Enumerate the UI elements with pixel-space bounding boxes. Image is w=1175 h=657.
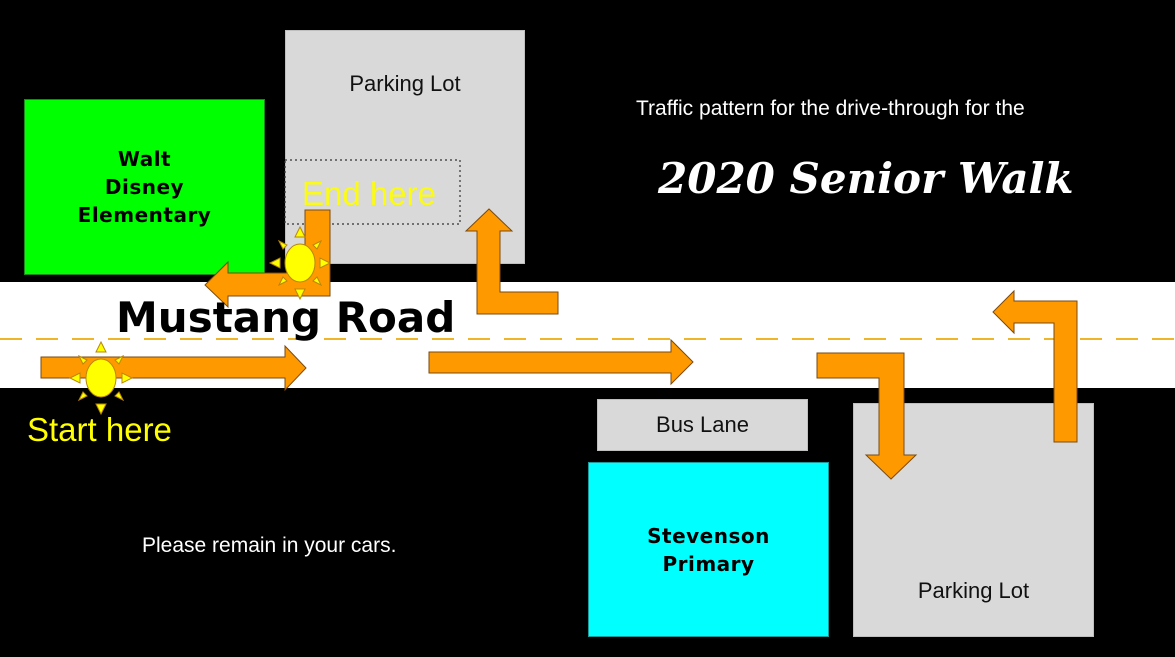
arrow-turn-into-south-lot [816, 352, 918, 480]
walt-disney-elementary: Walt Disney Elementary [24, 99, 265, 275]
road-name-label: Mustang Road [116, 293, 456, 342]
event-title: 2020 Senior Walk [658, 154, 1074, 203]
parking-lot-south-label: Parking Lot [917, 578, 1030, 603]
walt-disney-line-3: Elementary [77, 203, 212, 227]
remain-in-cars-text: Please remain in your cars. [142, 534, 397, 557]
arrow-start-right [40, 344, 307, 392]
parking-lot-north-label: Parking Lot [349, 71, 461, 96]
drop-off-zone [284, 159, 461, 225]
arrow-exit-south-lot [992, 289, 1078, 443]
start-here-label: Start here [27, 411, 172, 448]
stevenson-line-2: Primary [662, 551, 755, 576]
end-here-label: End here [302, 175, 436, 212]
arrow-middle-right [428, 338, 694, 386]
stevenson-line-1: Stevenson [647, 523, 770, 548]
intro-text: Traffic pattern for the drive-through fo… [636, 97, 1025, 120]
bus-lane: Bus Lane [597, 399, 808, 451]
sun-end-icon [268, 225, 332, 301]
bus-lane-label: Bus Lane [656, 412, 749, 437]
walt-disney-line-2: Disney [104, 175, 185, 199]
arrow-end-turn-left [204, 209, 331, 309]
sun-start-icon [68, 340, 134, 416]
walt-disney-line-1: Walt [117, 147, 172, 171]
stevenson-primary: Stevenson Primary [588, 462, 829, 637]
arrow-into-north-lot [464, 208, 559, 315]
